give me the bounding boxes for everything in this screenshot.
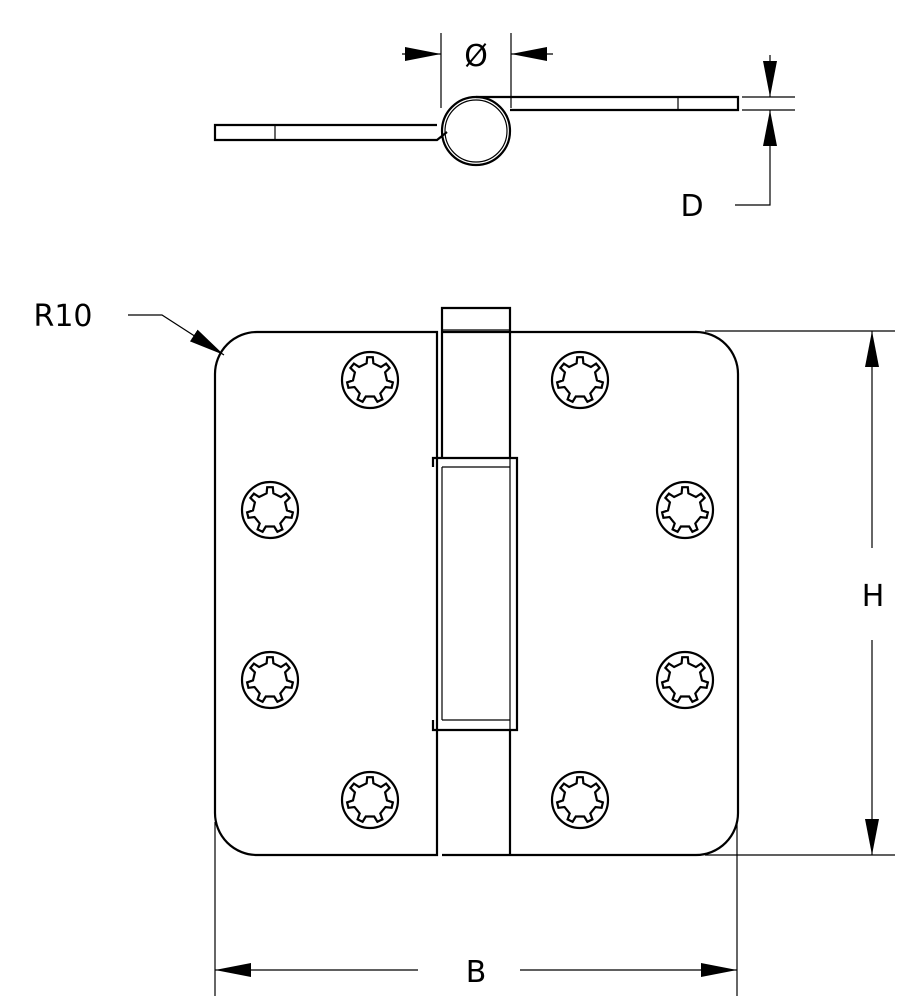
diameter-label: Ø bbox=[464, 39, 488, 74]
screw-recess bbox=[345, 776, 395, 824]
screw-recess bbox=[345, 356, 395, 404]
screw-recess bbox=[555, 356, 605, 404]
screw-recess bbox=[245, 656, 295, 704]
screw-recess bbox=[555, 776, 605, 824]
screw-hole bbox=[655, 480, 715, 540]
screw-hole bbox=[240, 650, 300, 710]
top-view: Ø D bbox=[213, 33, 795, 224]
screw-hole bbox=[550, 770, 610, 830]
thickness-label: D bbox=[680, 189, 703, 224]
knuckle-middle bbox=[431, 456, 519, 732]
screw-outer-circle bbox=[550, 350, 610, 410]
knuckle-circle bbox=[440, 95, 512, 167]
right-leaf-section bbox=[476, 95, 740, 112]
height-label: H bbox=[862, 579, 885, 614]
screw-hole bbox=[340, 350, 400, 410]
screw-holes bbox=[240, 350, 715, 830]
screw-outer-circle bbox=[340, 350, 400, 410]
screw-hole bbox=[655, 650, 715, 710]
dimension-leader bbox=[735, 110, 777, 206]
front-view: H B R10 bbox=[33, 299, 895, 996]
screw-outer-circle bbox=[340, 770, 400, 830]
screw-recess bbox=[245, 486, 295, 534]
screw-outer-circle bbox=[240, 650, 300, 710]
screw-recess bbox=[660, 486, 710, 534]
screw-hole bbox=[240, 480, 300, 540]
screw-recess bbox=[660, 656, 710, 704]
screw-outer-circle bbox=[655, 650, 715, 710]
screw-hole bbox=[340, 770, 400, 830]
right-leaf bbox=[442, 330, 740, 857]
screw-hole bbox=[550, 350, 610, 410]
radius-leader bbox=[128, 314, 225, 356]
left-leaf-section bbox=[213, 123, 448, 142]
pin-circle bbox=[444, 99, 508, 163]
left-leaf bbox=[213, 330, 439, 857]
screw-outer-circle bbox=[655, 480, 715, 540]
knuckle-top bbox=[440, 306, 512, 458]
radius-label: R10 bbox=[33, 299, 92, 334]
width-label: B bbox=[466, 955, 487, 990]
screw-outer-circle bbox=[550, 770, 610, 830]
screw-outer-circle bbox=[240, 480, 300, 540]
